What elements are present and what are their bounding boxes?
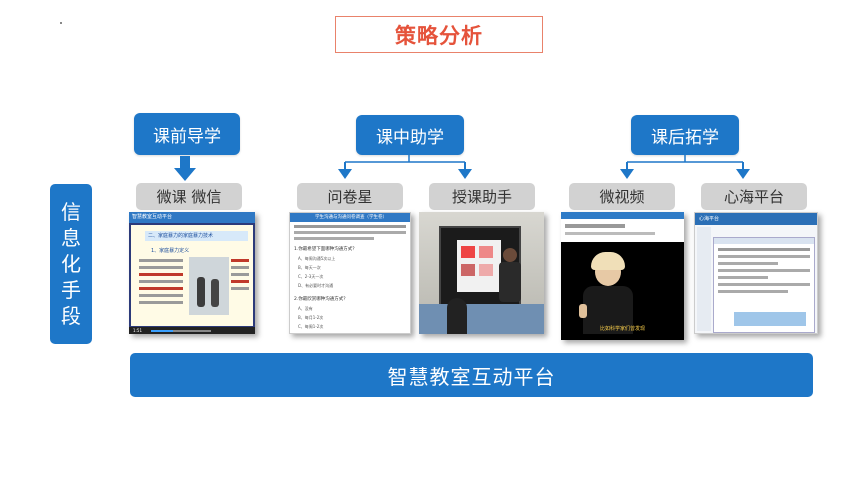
option: B、每天一次 <box>298 265 321 270</box>
screenshot-micro-video: 比如科学家们曾发现 <box>561 212 684 340</box>
decor-dot <box>60 22 62 24</box>
tool-label-teaching-assistant: 授课助手 <box>429 183 535 210</box>
option: C、2-3天一次 <box>298 274 324 279</box>
question-1: 1.你最希望下面哪种沟通方式？ <box>294 247 357 252</box>
screenshot-microlesson: 智慧教室互动平台 二、家庭暴力的家庭暴力技术 1、家庭暴力定义 1:51 <box>129 212 255 334</box>
screenshot-header: 智慧教室互动平台 <box>129 212 255 223</box>
question-2: 2.你最欣赏哪种沟通方式？ <box>294 297 348 302</box>
tool-label-microlesson-wechat: 微课 微信 <box>136 183 242 210</box>
side-char: 信 <box>61 200 81 224</box>
phase-post-class: 课后拓学 <box>631 115 739 155</box>
smart-classroom-platform-bar: 智慧教室互动平台 <box>130 353 813 397</box>
video-time: 1:51 <box>133 328 142 333</box>
option: B、每月1-2次 <box>298 315 324 320</box>
teacher-body <box>499 262 521 302</box>
dialog-window <box>713 237 815 333</box>
tool-label-micro-video: 微视频 <box>569 183 675 210</box>
side-char: 手 <box>61 278 81 302</box>
screenshot-heading: 二、家庭暴力的家庭暴力技术 <box>145 231 248 241</box>
option: A、每周沟通5次以上 <box>298 256 336 261</box>
video-subtitle: 比如科学家们曾发现 <box>599 326 645 332</box>
teacher-head <box>503 248 517 262</box>
tool-label-xinhai-platform: 心海平台 <box>701 183 807 210</box>
side-char: 化 <box>61 252 81 276</box>
screenshot-photo <box>189 257 229 315</box>
video-progress-bar: 1:51 <box>129 327 255 334</box>
side-label-info-means: 信 息 化 手 段 <box>50 184 92 344</box>
option: C、每周1-2次 <box>298 324 324 329</box>
screenshot-subheading: 1、家庭暴力定义 <box>151 248 190 254</box>
option: D、有必要时才沟通 <box>298 283 334 288</box>
screenshot-header: 学生沟通与沟通问卷调查（学生卷） <box>290 213 410 222</box>
screenshot-header: 心海平台 <box>695 213 817 225</box>
phase-pre-class: 课前导学 <box>134 113 240 155</box>
option: A、没有 <box>298 306 313 311</box>
screenshot-xinhai-platform: 心海平台 <box>694 212 818 334</box>
screenshot-questionnaire: 学生沟通与沟通问卷调查（学生卷） 1.你最希望下面哪种沟通方式？ A、每周沟通5… <box>289 212 411 334</box>
screenshot-classroom-photo <box>419 212 544 334</box>
tool-label-questionnaire: 问卷星 <box>297 183 403 210</box>
page-title: 策略分析 <box>335 16 543 53</box>
side-char: 段 <box>61 304 81 328</box>
student-silhouette <box>447 298 467 334</box>
side-char: 息 <box>61 226 81 250</box>
phase-in-class: 课中助学 <box>356 115 464 155</box>
